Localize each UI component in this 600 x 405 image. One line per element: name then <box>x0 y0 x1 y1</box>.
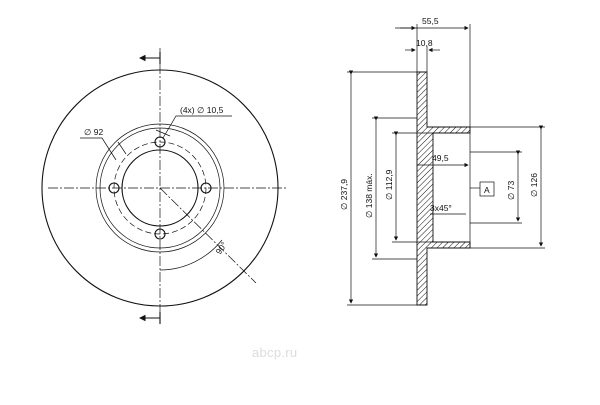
diagonal-centerline <box>159 187 257 284</box>
angle-arc <box>159 239 223 271</box>
bolt-hole-leader <box>162 115 232 139</box>
outer-diameter-label: ∅ 237,9 <box>339 179 349 210</box>
datum-box <box>479 181 495 197</box>
disc-section-body <box>416 71 471 306</box>
bolt-hole-tick <box>155 129 171 137</box>
front-view: (4x) ∅ 10,5 ∅ 92 90° <box>41 48 286 324</box>
chamfer-label: 3x45° <box>430 203 452 213</box>
hub-diameter-label: ∅ 112,9 <box>384 169 394 200</box>
pcd-leader <box>80 137 117 161</box>
watermark-logo-text: abcp.ru <box>252 345 297 360</box>
watermark: abcp.ru <box>252 345 297 360</box>
friction-max-diameter-label: ∅ 138 máx. <box>364 173 374 218</box>
hat-depth-label: 49,5 <box>432 153 449 163</box>
bolt-holes-label: (4x) ∅ 10,5 <box>180 105 224 115</box>
section-view: ∅ 237,9 ∅ 138 máx. ∅ 112,9 ∅ 73 ∅ 126 55… <box>339 16 545 306</box>
datum-label: A <box>484 185 490 195</box>
disc-thickness-label: 10,8 <box>416 38 433 48</box>
overall-width-label: 55,5 <box>422 16 439 26</box>
pcd-tick <box>117 141 127 155</box>
hub-outer-label: ∅ 126 <box>529 173 539 197</box>
pcd-label: ∅ 92 <box>84 127 103 137</box>
center-bore-label: ∅ 73 <box>506 181 516 200</box>
